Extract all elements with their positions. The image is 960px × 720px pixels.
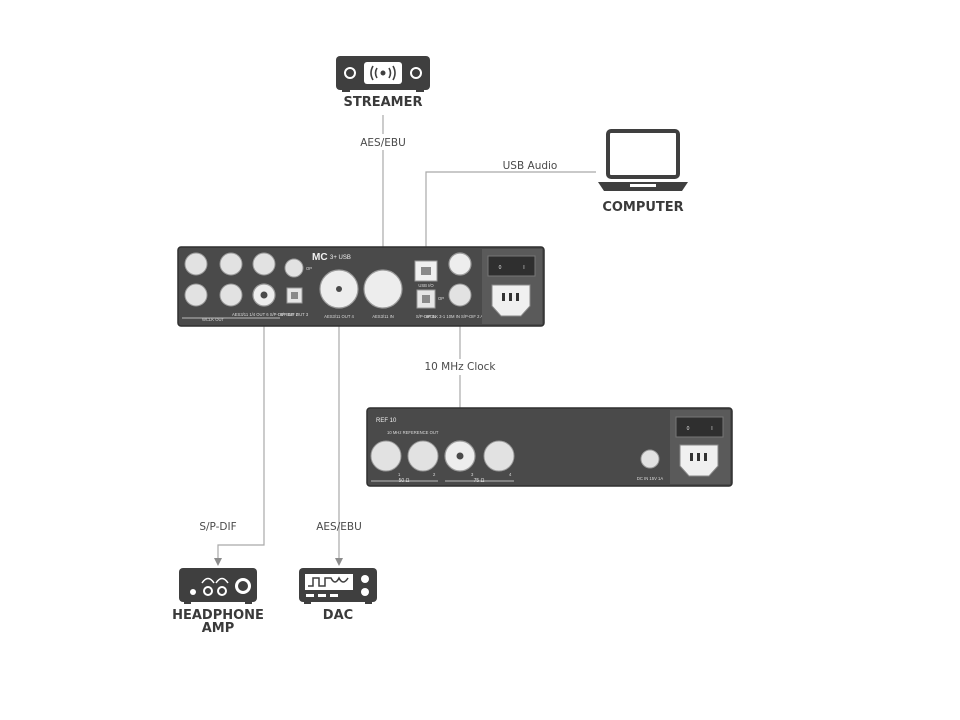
wclk-out-label: WCLK OUT [202, 317, 225, 322]
wire-computer-usb [425, 171, 596, 272]
jack-center [456, 452, 464, 460]
dac-device: DAC [299, 568, 377, 623]
wclk-out-jack-5 [219, 283, 243, 307]
wire-spdif [217, 294, 265, 562]
headphone-amp-icon [179, 568, 257, 604]
ohm50-label: 50 Ω [399, 478, 410, 484]
dc-in-label: DC IN 15V 1A [637, 476, 664, 481]
op-jack [284, 258, 304, 278]
label-bg [425, 359, 497, 375]
aes-in-jack [363, 269, 403, 309]
label-bg [352, 134, 414, 150]
jack-center [336, 286, 342, 292]
headphone-amp-label-2: AMP [202, 621, 235, 636]
op-label-1: OP [306, 266, 312, 271]
streamer-label: STREAMER [343, 95, 422, 110]
power-on-symbol: I [523, 265, 524, 271]
usb-label: USB I/O [418, 283, 434, 288]
mc3-brand: MC [312, 252, 328, 263]
streamer-icon [336, 56, 430, 92]
optical-port [422, 295, 430, 303]
ref10-panel: REF 10 10 MHz REFERENCE OUT 1 2 3 4 50 Ω… [366, 407, 733, 487]
clock-in-label: WCLK 3-1 10M IN S/P-DIF 2 AES IN [426, 314, 494, 319]
wclk-out-jack-3 [252, 252, 276, 276]
streamer-device: STREAMER [336, 56, 430, 110]
power-switch [675, 416, 724, 438]
spdif-in-label: S/P-DIF IN [416, 314, 436, 319]
op-label-2: OP [438, 296, 444, 301]
conn-label-spdif: S/P-DIF [199, 521, 236, 533]
conn-label-usb-audio: USB Audio [503, 160, 558, 172]
optical-port [291, 292, 298, 299]
ref-out-jack-4 [483, 440, 515, 472]
jack-center [260, 291, 268, 299]
laptop-icon [598, 129, 688, 191]
aes-in-label: AES3/11 IN [372, 314, 394, 319]
arrow-headphone [214, 558, 222, 566]
jack-number-4: 4 [509, 472, 512, 477]
dac-label: DAC [323, 608, 353, 623]
aes-out-2-label: AES3/11 1/4 OUT 6 S/P-DIF OUT 2 [232, 312, 299, 317]
aes-out-4-label: AES3/11 OUT 4 [324, 314, 354, 319]
ohm75-label: 75 Ω [474, 478, 485, 484]
ref-out-jack-2 [407, 440, 439, 472]
wclk-out-jack-4 [184, 283, 208, 307]
dac-icon [299, 568, 377, 604]
ref10-brand: REF 10 [376, 418, 397, 424]
jack-number-2: 2 [433, 472, 436, 477]
clock-in-jack [448, 252, 472, 276]
wires [214, 115, 596, 566]
computer-device: COMPUTER [598, 129, 688, 215]
ref10-out-label: 10 MHz REFERENCE OUT [387, 430, 439, 435]
ref-out-jack-1 [370, 440, 402, 472]
headphone-amp-label-1: HEADPHONE [172, 608, 264, 623]
power-off-symbol: 0 [687, 426, 690, 432]
wclk-out-jack-1 [184, 252, 208, 276]
jack-number-3: 3 [471, 472, 474, 477]
power-switch [487, 255, 536, 277]
headphone-amp-device: HEADPHONE AMP [172, 568, 264, 636]
spdif-out-3-label: S/P-DIF OUT 3 [280, 312, 309, 317]
power-off-symbol: 0 [499, 265, 502, 271]
mc3-usb-panel: WCLK OUT AES3/11 1/4 OUT 6 S/P-DIF OUT 2… [177, 246, 545, 327]
jack-number-1: 1 [398, 472, 401, 477]
dc-in-jack [640, 449, 660, 469]
usb-socket [421, 267, 431, 275]
arrow-dac [335, 558, 343, 566]
conn-label-clock: 10 MHz Clock [424, 361, 496, 373]
spdif2-aes-in-jack [448, 283, 472, 307]
conn-label-streamer: AES/EBU [360, 137, 406, 149]
mc3-model: 3+ USB [330, 255, 351, 261]
conn-label-aes-dac: AES/EBU [316, 521, 362, 533]
power-on-symbol: I [711, 426, 712, 432]
wclk-out-jack-2 [219, 252, 243, 276]
computer-label: COMPUTER [602, 200, 683, 215]
